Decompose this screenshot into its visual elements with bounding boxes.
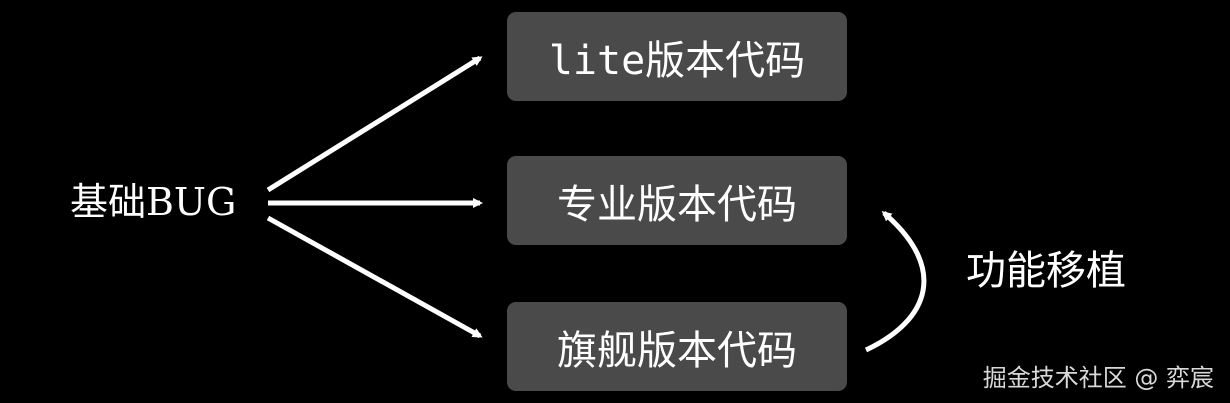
arrow-to-lite xyxy=(266,55,483,193)
source-label: 基础BUG xyxy=(70,180,237,224)
watermark: 掘金技术社区 @ 弈宸 xyxy=(982,364,1214,392)
flagship-version-label: 旗舰版本代码 xyxy=(557,327,797,374)
arrow-to-flagship xyxy=(266,215,483,339)
pro-version-label: 专业版本代码 xyxy=(557,181,797,228)
flagship-version-box: 旗舰版本代码 xyxy=(507,302,847,391)
lite-version-box: lite版本代码 xyxy=(507,12,847,101)
side-label: 功能移植 xyxy=(966,248,1126,294)
lite-version-label: lite版本代码 xyxy=(548,37,806,84)
curved-arrow-flagship-to-pro xyxy=(864,211,927,353)
pro-version-box: 专业版本代码 xyxy=(507,156,847,245)
